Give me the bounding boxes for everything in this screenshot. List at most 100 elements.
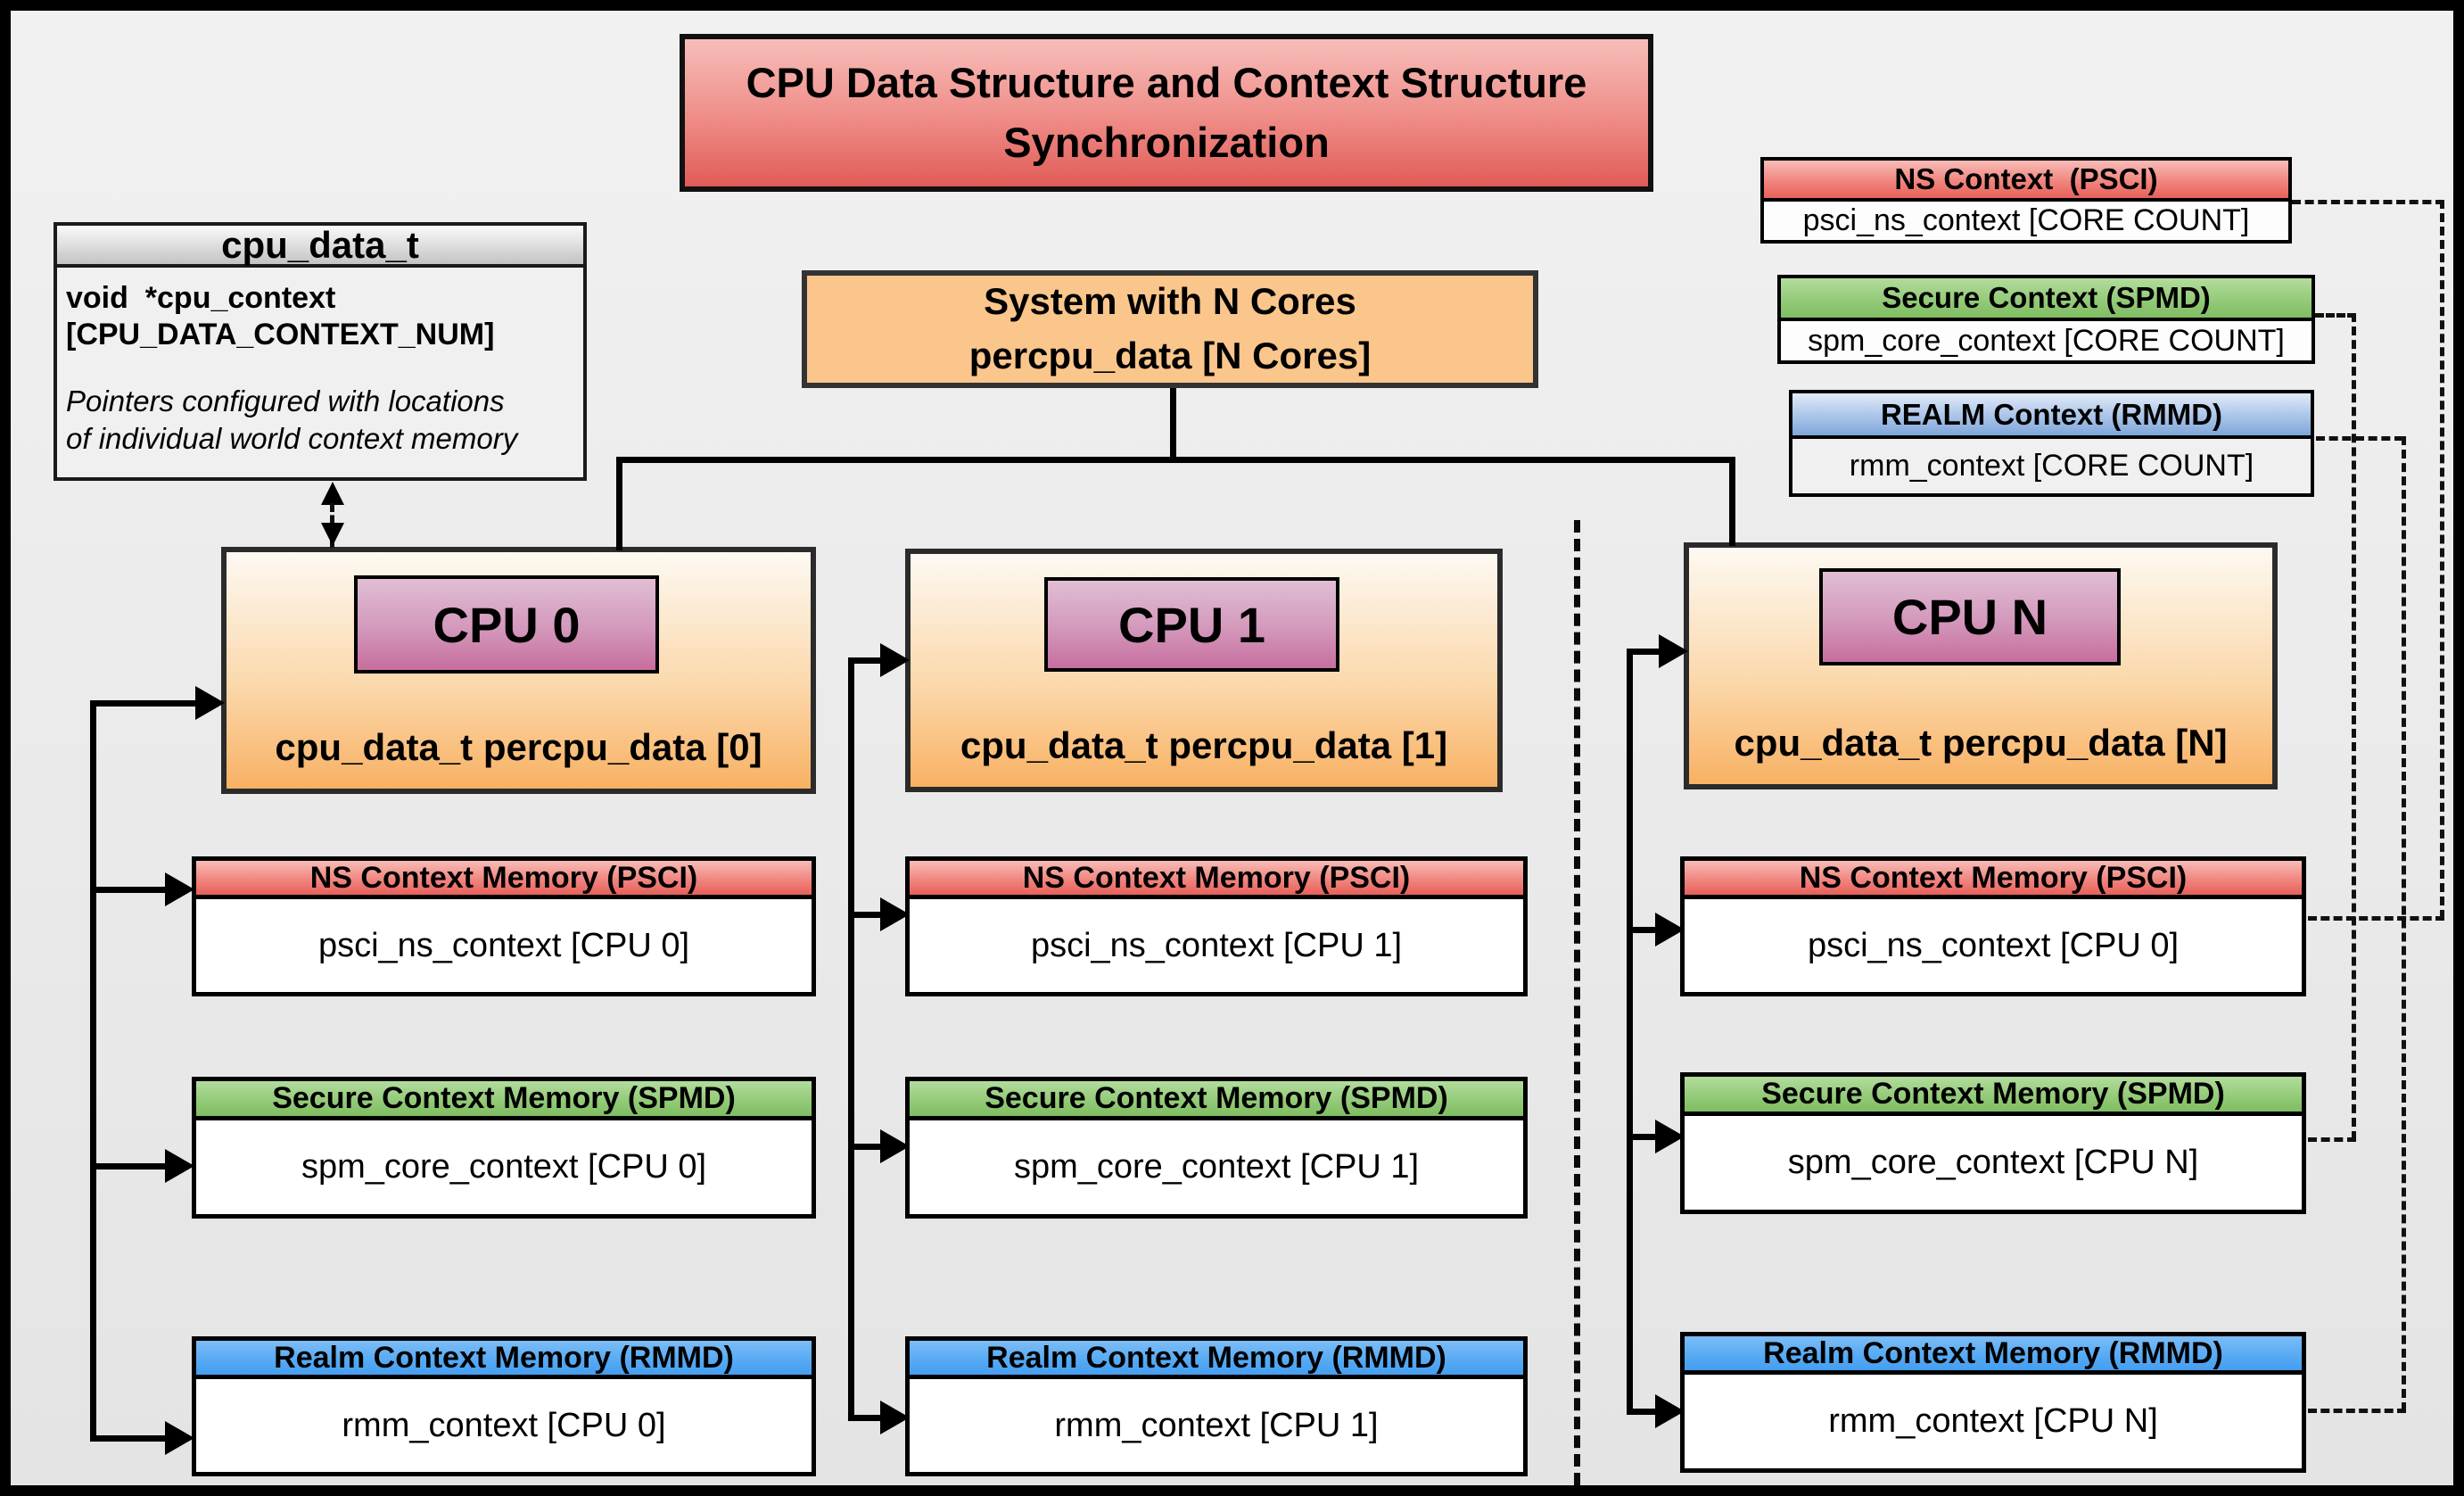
- system-box-text: System with N Cores percpu_data [N Cores…: [969, 275, 1371, 384]
- cpun-arrowhead-cpu-icon: [1659, 634, 1688, 668]
- cpu-data-t-body: void *cpu_context [CPU_DATA_CONTEXT_NUM]…: [57, 268, 583, 458]
- cpu1-realm-body: rmm_context [CPU 1]: [1054, 1406, 1379, 1444]
- cpu1-data-label: cpu_data_t percpu_data [1]: [960, 724, 1448, 766]
- cpu0-secure-body: spm_core_context [CPU 0]: [301, 1148, 707, 1186]
- legend-ns-dashed-h2: [2308, 916, 2444, 921]
- cpu1-arrow-line-realm: [848, 1415, 884, 1421]
- cpu0-arrow-line-cpu: [90, 700, 197, 707]
- legend-realm-header: REALM Context (RMMD): [1792, 393, 2311, 439]
- cpu1-realm-header: Realm Context Memory (RMMD): [910, 1341, 1523, 1379]
- cpu0-trunk-line: [90, 700, 96, 1442]
- legend-ns-dashed-v: [2440, 200, 2444, 919]
- cpu1-secure-body: spm_core_context [CPU 1]: [1013, 1148, 1420, 1186]
- cpun-arrowhead-ns-icon: [1655, 913, 1685, 946]
- cpu-data-t-field-line2: [CPU_DATA_CONTEXT_NUM]: [66, 318, 495, 352]
- cpu0-arrow-line-realm: [90, 1435, 167, 1442]
- system-connector-drop-cpun: [1729, 457, 1735, 546]
- cpu0-realm-body: rmm_context [CPU 0]: [342, 1406, 666, 1444]
- cpu-data-t-note-line1: Pointers configured with locations: [66, 384, 505, 417]
- cpu0-arrowhead-realm-icon: [165, 1421, 194, 1455]
- system-box: System with N Cores percpu_data [N Cores…: [802, 270, 1538, 388]
- cpun-secure-body: spm_core_context [CPU N]: [1787, 1144, 2199, 1181]
- cpu0-realm-context-memory-box: Realm Context Memory (RMMD) rmm_context …: [192, 1336, 816, 1476]
- cpu0-arrow-line-secure: [90, 1163, 167, 1170]
- double-arrow-down-icon: [321, 523, 344, 546]
- cpu1-arrowhead-cpu-icon: [880, 643, 910, 677]
- cpun-arrow-line-cpu: [1627, 649, 1666, 655]
- cpu0-arrow-line-ns: [90, 887, 167, 893]
- title-box: CPU Data Structure and Context Structure…: [680, 34, 1653, 192]
- cpu-data-t-field-line1: void *cpu_context: [66, 281, 336, 315]
- cpu0-secure-header: Secure Context Memory (SPMD): [196, 1081, 812, 1120]
- cpu1-arrowhead-secure-icon: [880, 1129, 910, 1163]
- cpun-data-label: cpu_data_t percpu_data [N]: [1734, 722, 2228, 764]
- legend-secure-context-box: Secure Context (SPMD) spm_core_context […: [1777, 275, 2315, 364]
- cpu1-ns-header: NS Context Memory (PSCI): [910, 861, 1523, 899]
- cpun-arrowhead-secure-icon: [1655, 1120, 1685, 1153]
- cpun-secure-context-memory-box: Secure Context Memory (SPMD) spm_core_co…: [1680, 1072, 2306, 1214]
- cpu1-ns-body: psci_ns_context [CPU 1]: [1030, 926, 1403, 964]
- cpu-data-t-header: cpu_data_t: [57, 224, 583, 268]
- cpun-ns-body: psci_ns_context [CPU 0]: [1807, 926, 2180, 964]
- cpu0-arrowhead-secure-icon: [165, 1149, 194, 1183]
- cpu0-arrowhead-cpu-icon: [195, 686, 225, 720]
- legend-ns-context-box: NS Context (PSCI) psci_ns_context [CORE …: [1760, 157, 2292, 244]
- cpun-label: CPU N: [1891, 589, 2048, 645]
- legend-ns-body: psci_ns_context [CORE COUNT]: [1764, 202, 2288, 240]
- cpun-arrow-line-realm: [1627, 1409, 1662, 1415]
- cpun-arrowhead-realm-icon: [1655, 1394, 1685, 1428]
- cpu0-arrowhead-ns-icon: [165, 872, 194, 906]
- cpu0-chip: CPU 0: [354, 575, 659, 674]
- cpun-box: CPU N cpu_data_t percpu_data [N]: [1684, 542, 2278, 789]
- double-arrow-up-icon: [321, 482, 344, 505]
- cpun-realm-context-memory-box: Realm Context Memory (RMMD) rmm_context …: [1680, 1332, 2306, 1473]
- cpun-trunk-line: [1627, 649, 1633, 1415]
- legend-ns-dashed-h1: [2292, 200, 2444, 204]
- system-box-line2: percpu_data [N Cores]: [968, 335, 1372, 376]
- system-connector-stem: [1170, 388, 1176, 463]
- cpu1-label: CPU 1: [1118, 596, 1265, 653]
- column-separator-dashed-line: [1574, 520, 1580, 1485]
- cpu1-arrowhead-ns-icon: [880, 897, 910, 931]
- system-connector-drop-cpu0: [616, 457, 622, 550]
- legend-secure-body: spm_core_context [CORE COUNT]: [1781, 321, 2312, 360]
- cpu1-arrow-line-secure: [848, 1144, 884, 1150]
- cpun-arrow-line-ns: [1627, 927, 1662, 933]
- legend-realm-body: rmm_context [CORE COUNT]: [1792, 439, 2311, 493]
- legend-ns-header: NS Context (PSCI): [1764, 161, 2288, 202]
- cpu1-ns-context-memory-box: NS Context Memory (PSCI) psci_ns_context…: [905, 856, 1528, 996]
- cpu1-realm-context-memory-box: Realm Context Memory (RMMD) rmm_context …: [905, 1336, 1528, 1476]
- cpun-arrow-line-secure: [1627, 1134, 1662, 1140]
- cpu1-secure-context-memory-box: Secure Context Memory (SPMD) spm_core_co…: [905, 1077, 1528, 1219]
- cpu-data-t-note-line2: of individual world context memory: [66, 422, 518, 456]
- cpu1-secure-header: Secure Context Memory (SPMD): [910, 1081, 1523, 1120]
- legend-secure-header: Secure Context (SPMD): [1781, 278, 2312, 321]
- cpun-realm-body: rmm_context [CPU N]: [1828, 1402, 2158, 1440]
- cpu0-ns-body: psci_ns_context [CPU 0]: [317, 926, 690, 964]
- cpun-chip: CPU N: [1819, 568, 2121, 665]
- cpu1-chip: CPU 1: [1044, 577, 1339, 672]
- cpu-data-t-box: cpu_data_t void *cpu_context [CPU_DATA_C…: [54, 222, 587, 481]
- cpu0-ns-context-memory-box: NS Context Memory (PSCI) psci_ns_context…: [192, 856, 816, 996]
- page-title: CPU Data Structure and Context Structure…: [746, 58, 1587, 166]
- legend-secure-dashed-h2: [2308, 1137, 2356, 1142]
- legend-realm-dashed-h2: [2308, 1409, 2406, 1413]
- cpu1-arrow-line-ns: [848, 912, 884, 918]
- legend-realm-context-box: REALM Context (RMMD) rmm_context [CORE C…: [1789, 390, 2314, 497]
- cpu1-arrow-line-cpu: [848, 657, 884, 664]
- legend-realm-dashed-h1: [2316, 436, 2403, 441]
- cpun-secure-header: Secure Context Memory (SPMD): [1685, 1077, 2302, 1116]
- system-connector-trunk: [616, 457, 1735, 463]
- cpu1-box: CPU 1 cpu_data_t percpu_data [1]: [905, 549, 1503, 792]
- cpu0-realm-header: Realm Context Memory (RMMD): [196, 1341, 812, 1379]
- legend-secure-dashed-h1: [2315, 313, 2356, 318]
- cpun-ns-header: NS Context Memory (PSCI): [1685, 861, 2302, 899]
- cpu1-trunk-line: [848, 657, 854, 1421]
- legend-secure-dashed-v: [2352, 313, 2356, 1140]
- cpu0-label: CPU 0: [433, 596, 581, 653]
- cpu0-ns-header: NS Context Memory (PSCI): [196, 861, 812, 899]
- legend-realm-dashed-v: [2402, 436, 2406, 1411]
- cpu0-box: CPU 0 cpu_data_t percpu_data [0]: [221, 547, 816, 794]
- cpun-realm-header: Realm Context Memory (RMMD): [1685, 1336, 2302, 1375]
